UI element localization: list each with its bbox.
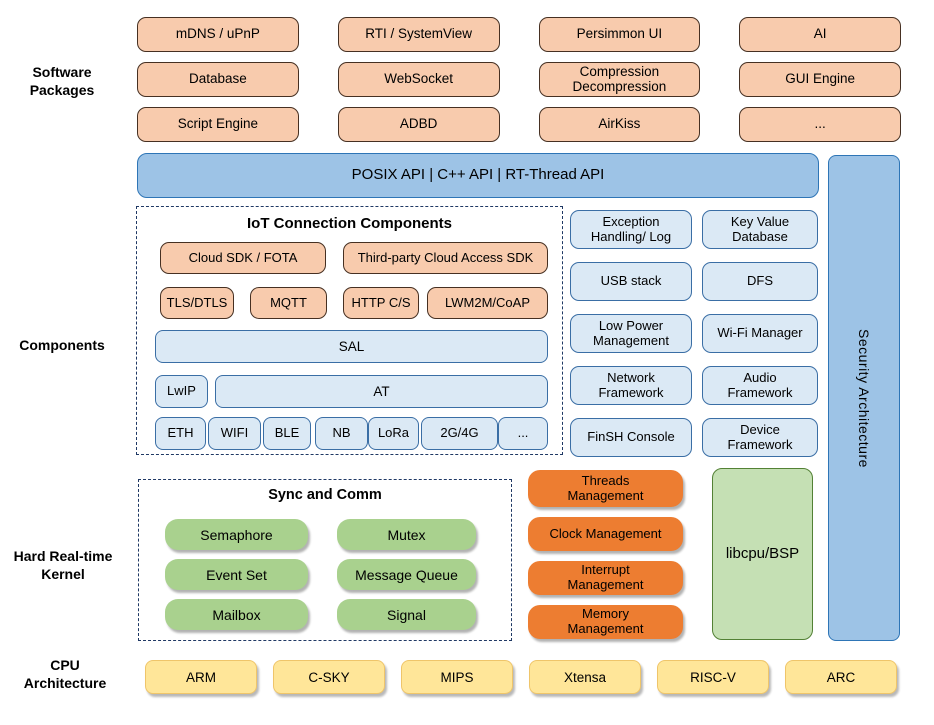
pkg-gui-engine: GUI Engine bbox=[739, 62, 901, 97]
sync-and-comm-grid: Semaphore Mutex Event Set Message Queue … bbox=[165, 519, 476, 630]
pkg-database: Database bbox=[137, 62, 299, 97]
sync-and-comm-group: Sync and Comm Semaphore Mutex Event Set … bbox=[138, 479, 512, 641]
iot-lwip: LwIP bbox=[155, 375, 208, 408]
cpu-arc: ARC bbox=[785, 660, 897, 694]
section-label-hard-real-time-kernel: Hard Real-time Kernel bbox=[13, 548, 113, 583]
pkg-airkiss: AirKiss bbox=[538, 107, 701, 142]
iot-link-ble: BLE bbox=[263, 417, 311, 450]
svc-device-framework: Device Framework bbox=[702, 418, 818, 457]
svc-finsh-console: FinSH Console bbox=[570, 418, 692, 457]
sync-mutex: Mutex bbox=[337, 519, 476, 550]
sync-message-queue: Message Queue bbox=[337, 559, 476, 590]
section-label-components: Components bbox=[19, 337, 105, 353]
iot-cloud-sdk-fota: Cloud SDK / FOTA bbox=[160, 242, 326, 274]
sync-semaphore: Semaphore bbox=[165, 519, 308, 550]
pkg-adbd: ADBD bbox=[337, 107, 500, 142]
pkg-script-engine: Script Engine bbox=[137, 107, 299, 142]
pkg-rti-systemview: RTI / SystemView bbox=[337, 17, 500, 52]
sync-and-comm-title: Sync and Comm bbox=[268, 487, 382, 503]
mgmt-interrupt: Interrupt Management bbox=[528, 561, 683, 595]
iot-link-more: ... bbox=[498, 417, 548, 450]
kernel-management-column: Threads Management Clock Management Inte… bbox=[528, 470, 683, 639]
iot-link-nb: NB bbox=[315, 417, 368, 450]
cpu-architecture-row: ARM C-SKY MIPS Xtensa RISC-V ARC bbox=[145, 660, 897, 694]
api-bar: POSIX API | C++ API | RT-Thread API bbox=[137, 153, 819, 198]
iot-link-lora: LoRa bbox=[368, 417, 419, 450]
sync-signal: Signal bbox=[337, 599, 476, 630]
svc-audio-framework: Audio Framework bbox=[702, 366, 818, 405]
svc-low-power-management: Low Power Management bbox=[570, 314, 692, 353]
sync-mailbox: Mailbox bbox=[165, 599, 308, 630]
cpu-xtensa: Xtensa bbox=[529, 660, 641, 694]
svc-exception-handling-log: Exception Handling/ Log bbox=[570, 210, 692, 249]
iot-at-layer: AT bbox=[215, 375, 548, 408]
mgmt-clock: Clock Management bbox=[528, 517, 683, 551]
svc-usb-stack: USB stack bbox=[570, 262, 692, 301]
security-architecture-bar: Security Architecture bbox=[828, 155, 900, 641]
iot-lwm2m-coap: LWM2M/CoAP bbox=[427, 287, 548, 319]
svc-wifi-manager: Wi-Fi Manager bbox=[702, 314, 818, 353]
cpu-arm: ARM bbox=[145, 660, 257, 694]
iot-connection-components-group: IoT Connection Components Cloud SDK / FO… bbox=[136, 206, 563, 455]
cpu-c-sky: C-SKY bbox=[273, 660, 385, 694]
iot-sal-layer: SAL bbox=[155, 330, 548, 363]
pkg-ai: AI bbox=[739, 17, 901, 52]
mgmt-threads: Threads Management bbox=[528, 470, 683, 507]
iot-http-cs: HTTP C/S bbox=[343, 287, 419, 319]
iot-link-wifi: WIFI bbox=[208, 417, 261, 450]
svc-key-value-database: Key Value Database bbox=[702, 210, 818, 249]
component-services-grid: Exception Handling/ Log Key Value Databa… bbox=[570, 210, 818, 457]
iot-link-2g-4g: 2G/4G bbox=[421, 417, 498, 450]
pkg-persimmon-ui: Persimmon UI bbox=[538, 17, 701, 52]
pkg-compression-decompression: Compression Decompression bbox=[538, 62, 701, 97]
svc-dfs: DFS bbox=[702, 262, 818, 301]
iot-third-party-cloud-sdk: Third-party Cloud Access SDK bbox=[343, 242, 548, 274]
section-label-cpu-architecture: CPU Architecture bbox=[23, 657, 107, 692]
iot-link-eth: ETH bbox=[155, 417, 206, 450]
svc-network-framework: Network Framework bbox=[570, 366, 692, 405]
section-label-software-packages: Software Packages bbox=[29, 64, 95, 99]
cpu-mips: MIPS bbox=[401, 660, 513, 694]
cpu-risc-v: RISC-V bbox=[657, 660, 769, 694]
iot-tls-dtls: TLS/DTLS bbox=[160, 287, 234, 319]
pkg-more: ... bbox=[739, 107, 901, 142]
security-architecture-label: Security Architecture bbox=[856, 328, 872, 468]
software-packages-grid: mDNS / uPnP RTI / SystemView Persimmon U… bbox=[137, 17, 901, 142]
pkg-mdns-upnp: mDNS / uPnP bbox=[137, 17, 299, 52]
mgmt-memory: Memory Management bbox=[528, 605, 683, 639]
libcpu-bsp-box: libcpu/BSP bbox=[712, 468, 813, 640]
sync-event-set: Event Set bbox=[165, 559, 308, 590]
iot-group-title: IoT Connection Components bbox=[247, 215, 452, 232]
pkg-websocket: WebSocket bbox=[337, 62, 500, 97]
iot-mqtt: MQTT bbox=[250, 287, 327, 319]
